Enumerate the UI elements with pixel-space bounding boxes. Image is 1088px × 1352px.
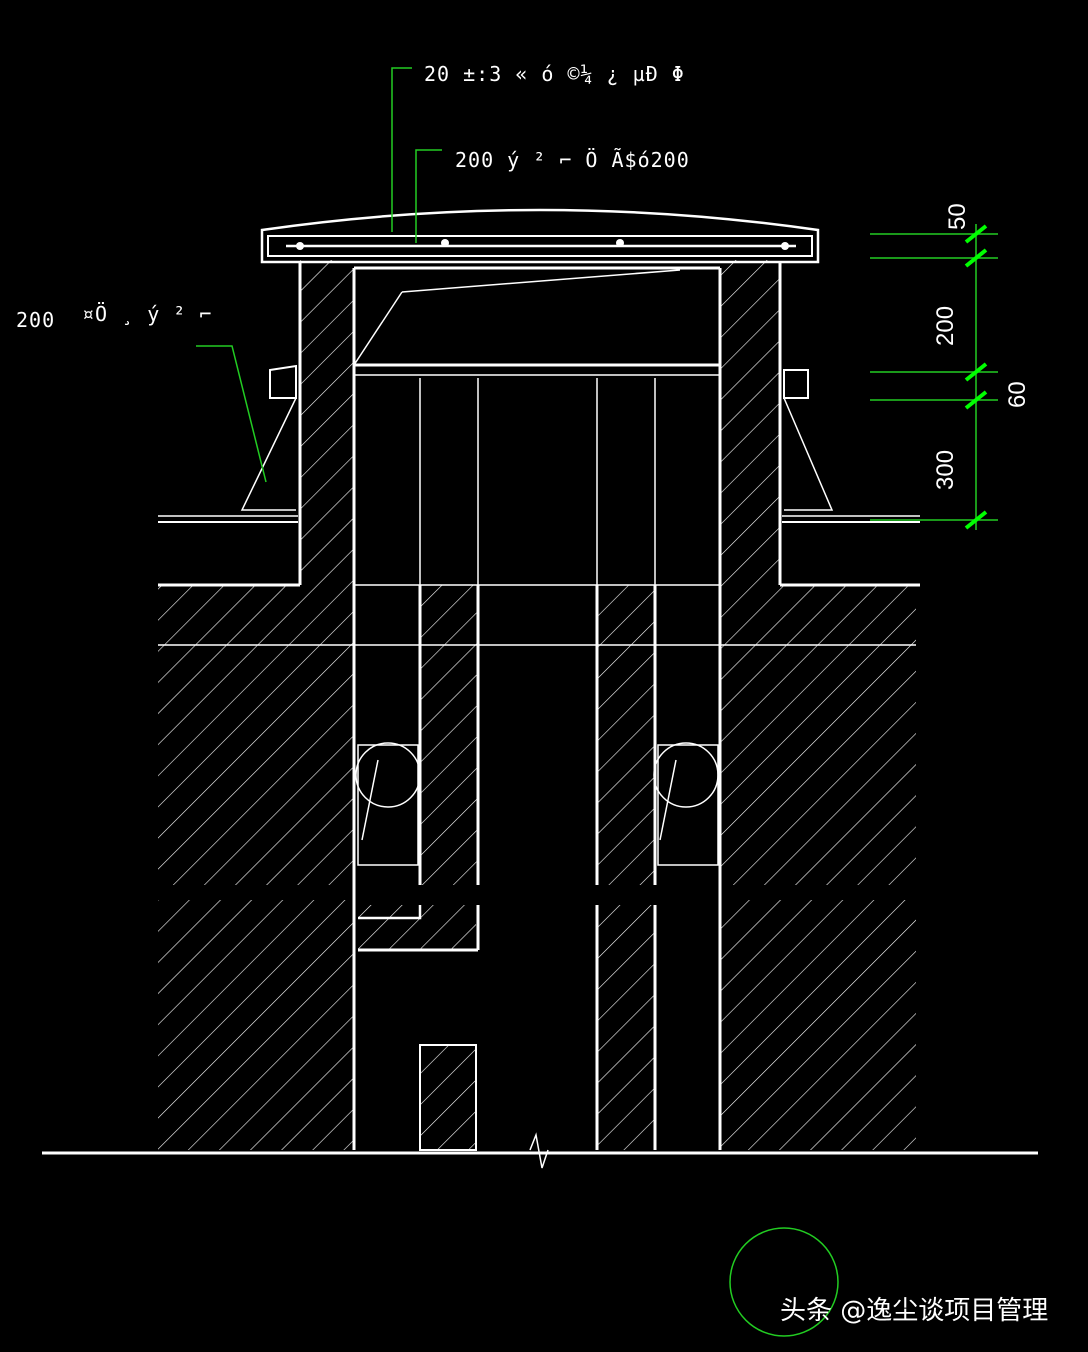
dimension-300: 300 (932, 449, 959, 490)
second-note: 200 ý ² ⌐ Ö Ã$ó200 (455, 148, 690, 172)
dimension-50: 50 (944, 203, 971, 230)
left-note-text: ¤Ö ¸ ý ² ⌐ (82, 302, 213, 326)
dimension-200: 200 (932, 305, 959, 346)
watermark-text: 头条 @逸尘谈项目管理 (780, 1296, 1049, 1326)
rebar-dots (296, 239, 789, 250)
structure-lines (42, 208, 1038, 1169)
hatched-walls (158, 260, 916, 1150)
left-note-number: 200 (16, 308, 56, 332)
dimension-60: 60 (1004, 381, 1031, 408)
leader-lines (196, 67, 442, 483)
top-note: 20 ±:3 « ó ©¼ ¿ µÐ Φ (424, 62, 685, 86)
dimension-ticks (964, 224, 988, 530)
watermark-logo-circle (729, 1227, 839, 1337)
